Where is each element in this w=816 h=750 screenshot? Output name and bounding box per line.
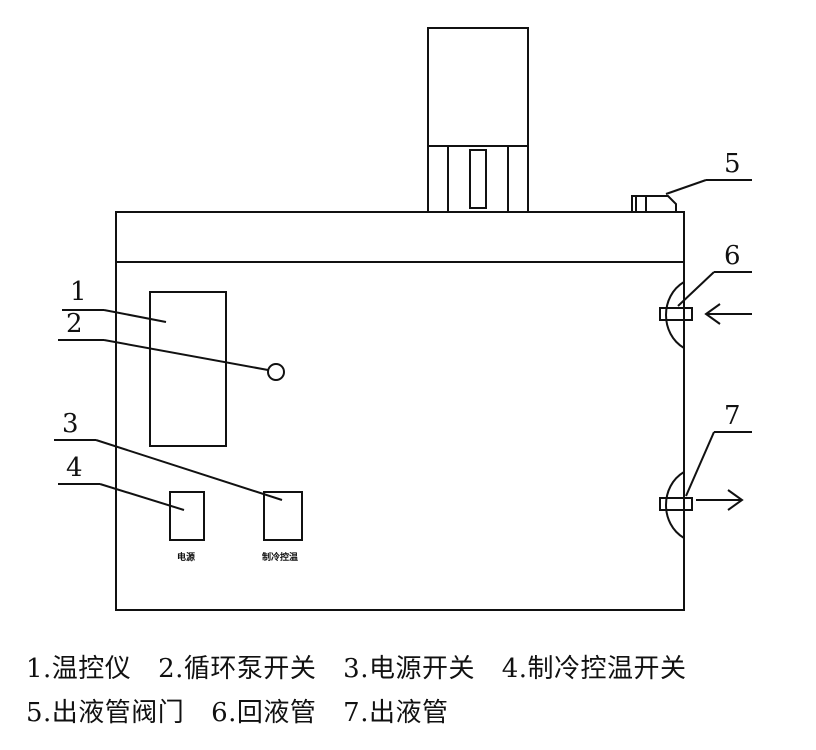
- outlet-valve: [631, 195, 677, 212]
- tank-body: [115, 261, 685, 611]
- leader-6: [677, 271, 715, 307]
- callout-2: 2: [66, 309, 83, 339]
- legend-line-1: 1.温控仪 2.循环泵开关 3.电源开关 4.制冷控温开关: [26, 648, 705, 685]
- callout-7: 7: [724, 401, 741, 431]
- legend-item-3: 3.电源开关: [343, 654, 475, 684]
- pump-column: [427, 145, 529, 213]
- tank-lid: [115, 211, 685, 263]
- temperature-controller: [149, 291, 227, 447]
- legend-item-7: 7.出液管: [343, 698, 449, 728]
- legend-item-1: 1.温控仪: [26, 654, 132, 684]
- power-switch-label: 电源: [177, 551, 195, 563]
- return-pipe-fitting: [665, 281, 685, 349]
- callout-4: 4: [66, 453, 83, 483]
- leader-7: [685, 431, 715, 497]
- callout-5: 5: [724, 149, 741, 179]
- power-switch: [169, 491, 205, 541]
- equipment-diagram: 1 2 3 4 5 6 7 电源 制冷控温: [54, 27, 752, 611]
- pump-motor: [427, 27, 529, 147]
- circulation-pump-switch: [267, 363, 285, 381]
- leader-5: [665, 179, 707, 195]
- legend-line-2: 5.出液管阀门 6.回液管 7.出液管: [26, 692, 466, 729]
- legend-item-6: 6.回液管: [211, 698, 317, 728]
- pump-shaft: [469, 149, 487, 209]
- legend-item-5: 5.出液管阀门: [26, 698, 185, 728]
- callout-6: 6: [724, 241, 741, 271]
- legend-item-2: 2.循环泵开关: [158, 654, 317, 684]
- outlet-pipe-fitting: [665, 471, 685, 539]
- cooling-switch-label: 制冷控温: [262, 551, 298, 563]
- callout-1: 1: [70, 277, 87, 307]
- callout-3: 3: [62, 409, 79, 439]
- legend-item-4: 4.制冷控温开关: [501, 654, 687, 684]
- cooling-switch: [263, 491, 303, 541]
